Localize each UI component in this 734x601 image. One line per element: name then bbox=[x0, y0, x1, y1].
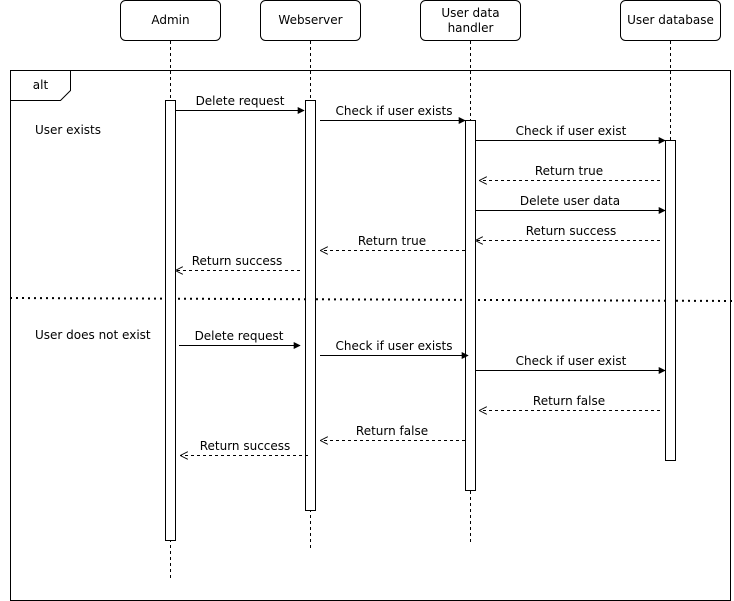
lifelines bbox=[170, 41, 671, 580]
activation-webserver bbox=[305, 100, 316, 511]
activation-user-data-handler bbox=[465, 120, 476, 491]
alt-operator-tab bbox=[10, 70, 71, 101]
participant-label-line-2: handler bbox=[448, 21, 494, 35]
message-label: Return success bbox=[200, 439, 291, 453]
activation-admin bbox=[165, 100, 176, 541]
alt-operator-label: alt bbox=[33, 78, 49, 92]
participant-user-database: User database bbox=[620, 0, 721, 41]
participant-box bbox=[260, 0, 361, 41]
message-label: Check if user exist bbox=[516, 354, 627, 368]
alt-fragment: alt User exists User does not exist bbox=[9, 70, 734, 601]
participant-label-line-1: User data bbox=[441, 6, 499, 20]
participant-label: User database bbox=[627, 13, 714, 27]
participant-box bbox=[120, 0, 221, 41]
message-label: Return success bbox=[526, 224, 617, 238]
participant-box bbox=[420, 0, 521, 41]
message-label: Return success bbox=[192, 254, 283, 268]
message-label: Check if user exist bbox=[516, 124, 627, 138]
participant-label: Webserver bbox=[278, 13, 342, 27]
message-label: Return false bbox=[533, 394, 605, 408]
participant-box bbox=[620, 0, 721, 41]
guard-user-exists: User exists bbox=[35, 123, 101, 137]
activation-user-database bbox=[665, 140, 676, 461]
message-label: Delete user data bbox=[520, 194, 620, 208]
message-labels: Delete request Check if user exists Chec… bbox=[192, 94, 627, 453]
participant-webserver: Webserver bbox=[260, 0, 361, 41]
guard-user-does-not-exist: User does not exist bbox=[35, 328, 151, 342]
alt-operand-separator bbox=[9, 297, 734, 302]
message-label: Delete request bbox=[195, 329, 284, 343]
activations bbox=[165, 100, 676, 541]
message-label: Check if user exists bbox=[336, 104, 453, 118]
message-label: Return true bbox=[358, 234, 426, 248]
message-label: Delete request bbox=[196, 94, 285, 108]
participant-label: Admin bbox=[151, 13, 189, 27]
participant-user-data-handler: User data handler bbox=[420, 0, 521, 41]
messages bbox=[176, 107, 666, 456]
message-label: Check if user exists bbox=[336, 339, 453, 353]
message-label: Return true bbox=[535, 164, 603, 178]
participant-admin: Admin bbox=[120, 0, 221, 41]
message-label: Return false bbox=[356, 424, 428, 438]
